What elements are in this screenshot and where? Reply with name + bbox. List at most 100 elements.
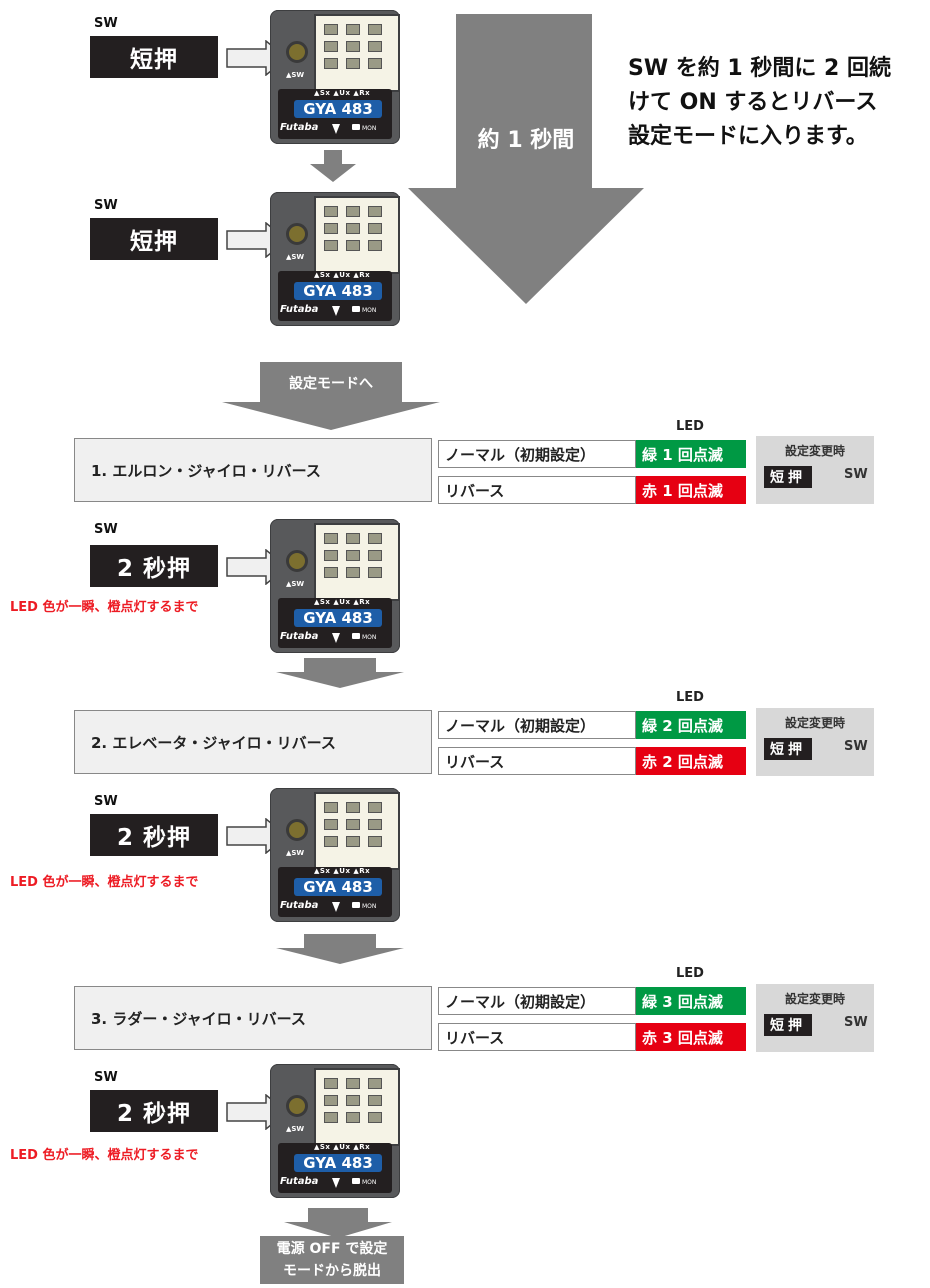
- gyro-unit: ▲SW ▲Sx ▲Ux ▲Rx GYA 483 Futaba MON: [270, 192, 400, 326]
- change-short-press: 短押: [764, 1014, 812, 1036]
- step-3-normal: ノーマル（初期設定）: [438, 987, 636, 1015]
- exit-arrow-icon: [284, 1208, 392, 1238]
- sw-port-label: ▲SW: [286, 253, 305, 261]
- step-1-title: 1. エルロン・ジャイロ・リバース: [74, 438, 432, 502]
- step-2-normal: ノーマル（初期設定）: [438, 711, 636, 739]
- brand-label: Futaba: [280, 122, 319, 133]
- sw-button-icon: [286, 223, 308, 245]
- mon-led-icon: [352, 306, 360, 312]
- sw-label: SW: [94, 522, 118, 537]
- step-2-normal-led: 緑 2 回点滅: [636, 711, 746, 739]
- model-label: GYA 483: [294, 1154, 382, 1172]
- model-label: GYA 483: [294, 878, 382, 896]
- gyro-unit: ▲SW ▲Sx ▲Ux ▲Rx GYA 483 Futaba MON: [270, 788, 400, 922]
- step-2-note: LED 色が一瞬、橙点灯するまで: [10, 875, 199, 890]
- sw-button-icon: [286, 550, 308, 572]
- exit-box: 電源 OFF で設定 モードから脱出: [260, 1236, 404, 1284]
- change-short-press: 短押: [764, 466, 812, 488]
- futaba-triangle-icon: [332, 633, 340, 643]
- step-2-change: 設定変更時 短押 SW: [756, 708, 874, 776]
- step-1-normal: ノーマル（初期設定）: [438, 440, 636, 468]
- step-1-reverse: リバース: [438, 476, 636, 504]
- led-header: LED: [676, 966, 704, 981]
- mon-label: MON: [362, 634, 377, 641]
- short-press-button: 短押: [90, 36, 218, 78]
- exit-line-2: モードから脱出: [283, 1263, 381, 1279]
- intro-line-3: 設定モードに入ります。: [628, 124, 868, 149]
- sw-button-icon: [286, 41, 308, 63]
- change-short-press: 短押: [764, 738, 812, 760]
- change-sw: SW: [844, 1015, 868, 1030]
- mon-led-icon: [352, 633, 360, 639]
- mon-led-icon: [352, 902, 360, 908]
- down-arrow-icon: [276, 658, 404, 688]
- gyro-unit: ▲SW ▲Sx ▲Ux ▲Rx GYA 483 Futaba MON: [270, 10, 400, 144]
- sw-port-label: ▲SW: [286, 71, 305, 79]
- sw-label: SW: [94, 16, 118, 31]
- change-title: 設定変更時: [784, 992, 845, 1006]
- step-2-reverse-led: 赤 2 回点滅: [636, 747, 746, 775]
- futaba-triangle-icon: [332, 1178, 340, 1188]
- brand-label: Futaba: [280, 900, 319, 911]
- step-3-change: 設定変更時 短押 SW: [756, 984, 874, 1052]
- gyro-unit: ▲SW ▲Sx ▲Ux ▲Rx GYA 483 Futaba MON: [270, 519, 400, 653]
- sw-port-label: ▲SW: [286, 580, 305, 588]
- mon-label: MON: [362, 1179, 377, 1186]
- step-1-reverse-led: 赤 1 回点滅: [636, 476, 746, 504]
- sw-port-label: ▲SW: [286, 849, 305, 857]
- step-1-change: 設定変更時 短押 SW: [756, 436, 874, 504]
- model-label: GYA 483: [294, 282, 382, 300]
- sw-button-icon: [286, 819, 308, 841]
- mon-led-icon: [352, 124, 360, 130]
- led-header: LED: [676, 419, 704, 434]
- two-second-press-button: 2 秒押: [90, 814, 218, 856]
- down-arrow-icon: [310, 150, 356, 182]
- one-second-arrow: [408, 14, 644, 304]
- gyro-unit: ▲SW ▲Sx ▲Ux ▲Rx GYA 483 Futaba MON: [270, 1064, 400, 1198]
- sw-label: SW: [94, 794, 118, 809]
- ports-label: ▲Sx ▲Ux ▲Rx: [314, 598, 371, 606]
- step-3-normal-led: 緑 3 回点滅: [636, 987, 746, 1015]
- futaba-triangle-icon: [332, 124, 340, 134]
- to-setting-mode-arrow: [222, 362, 440, 430]
- short-press-button: 短押: [90, 218, 218, 260]
- intro-line-2: けて ON するとリバース: [628, 90, 878, 115]
- mon-label: MON: [362, 125, 377, 132]
- brand-label: Futaba: [280, 304, 319, 315]
- mon-led-icon: [352, 1178, 360, 1184]
- sw-button-icon: [286, 1095, 308, 1117]
- step-1-note: LED 色が一瞬、橙点灯するまで: [10, 600, 199, 615]
- change-sw: SW: [844, 739, 868, 754]
- futaba-triangle-icon: [332, 306, 340, 316]
- brand-label: Futaba: [280, 1176, 319, 1187]
- two-second-press-button: 2 秒押: [90, 545, 218, 587]
- step-3-reverse-led: 赤 3 回点滅: [636, 1023, 746, 1051]
- sw-label: SW: [94, 198, 118, 213]
- down-arrow-icon: [276, 934, 404, 964]
- exit-line-1: 電源 OFF で設定: [276, 1241, 388, 1257]
- step-3-note: LED 色が一瞬、橙点灯するまで: [10, 1148, 199, 1163]
- mon-label: MON: [362, 307, 377, 314]
- change-title: 設定変更時: [784, 444, 845, 458]
- led-header: LED: [676, 690, 704, 705]
- intro-description: SW を約 1 秒間に 2 回続 けて ON するとリバース 設定モードに入りま…: [628, 52, 891, 154]
- step-2-reverse: リバース: [438, 747, 636, 775]
- duration-label: 約 1 秒間: [477, 128, 575, 153]
- sw-label: SW: [94, 1070, 118, 1085]
- futaba-triangle-icon: [332, 902, 340, 912]
- step-1-normal-led: 緑 1 回点滅: [636, 440, 746, 468]
- ports-label: ▲Sx ▲Ux ▲Rx: [314, 867, 371, 875]
- sw-port-label: ▲SW: [286, 1125, 305, 1133]
- ports-label: ▲Sx ▲Ux ▲Rx: [314, 271, 371, 279]
- to-setting-mode-label: 設定モードへ: [289, 376, 373, 392]
- ports-label: ▲Sx ▲Ux ▲Rx: [314, 1143, 371, 1151]
- ports-label: ▲Sx ▲Ux ▲Rx: [314, 89, 371, 97]
- model-label: GYA 483: [294, 100, 382, 118]
- two-second-press-button: 2 秒押: [90, 1090, 218, 1132]
- change-title: 設定変更時: [784, 716, 845, 730]
- step-3-reverse: リバース: [438, 1023, 636, 1051]
- brand-label: Futaba: [280, 631, 319, 642]
- intro-line-1: SW を約 1 秒間に 2 回続: [628, 56, 892, 81]
- step-3-title: 3. ラダー・ジャイロ・リバース: [74, 986, 432, 1050]
- model-label: GYA 483: [294, 609, 382, 627]
